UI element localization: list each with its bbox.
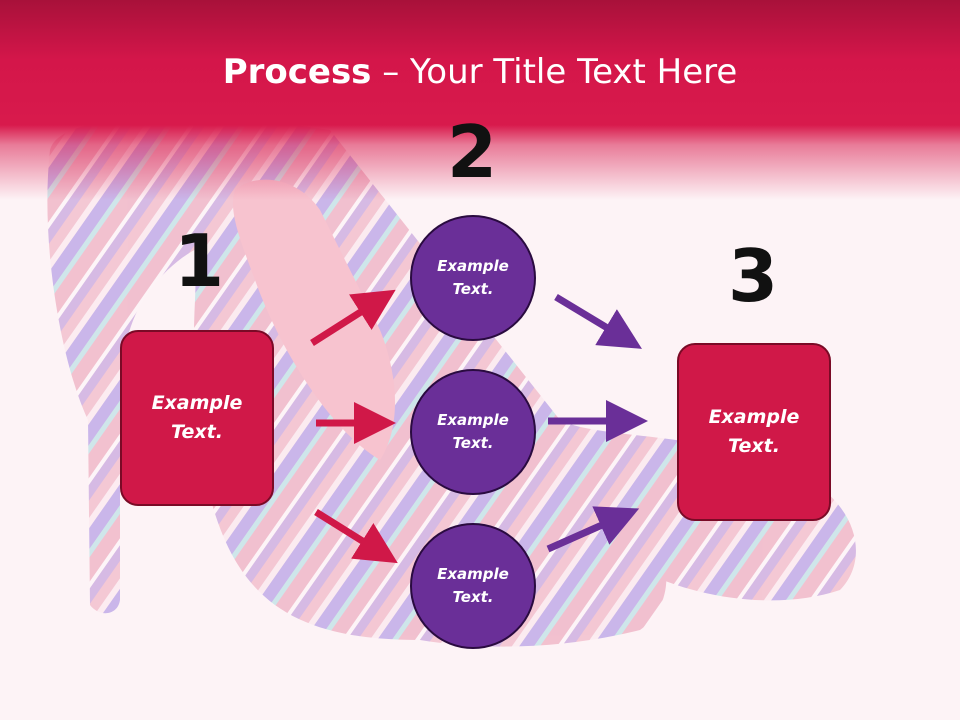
arrow-box1-to-circle-top	[310, 289, 396, 346]
step-2-circle-middle: Example Text.	[410, 369, 536, 495]
step-number-3: 3	[727, 234, 779, 318]
step-number-1: 1	[173, 219, 225, 303]
step-3-box: Example Text.	[677, 343, 831, 521]
arrow-box1-to-circle-bottom	[314, 509, 398, 564]
title-rest: – Your Title Text Here	[371, 52, 738, 92]
title-bold: Process	[222, 52, 372, 92]
step-1-box: Example Text.	[120, 330, 274, 506]
title-banner	[0, 0, 960, 200]
step-number-2: 2	[446, 110, 498, 194]
arrow-circle-top-to-box3	[554, 294, 642, 349]
arrow-circle-bottom-to-box3	[546, 506, 640, 553]
step-2-circle-bottom: Example Text.	[410, 523, 536, 649]
step-2-circle-top: Example Text.	[410, 215, 536, 341]
slide-title: Process – Your Title Text Here	[0, 52, 960, 92]
